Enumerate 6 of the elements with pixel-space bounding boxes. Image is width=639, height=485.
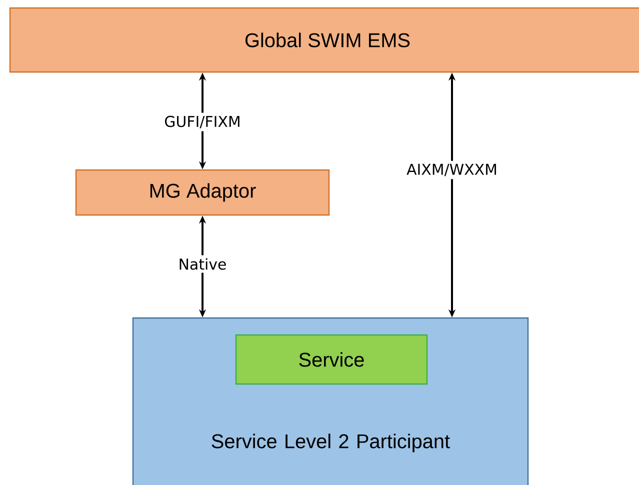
edge-label: Native: [175, 255, 230, 273]
edge-label: GUFI/FIXM: [161, 112, 244, 132]
system-box: Global SWIM EMS: [9, 7, 639, 73]
adaptor-box: MG Adaptor: [75, 169, 330, 216]
edge-label: AIXM/WXXM: [404, 160, 500, 180]
service-box: Service: [235, 334, 428, 385]
